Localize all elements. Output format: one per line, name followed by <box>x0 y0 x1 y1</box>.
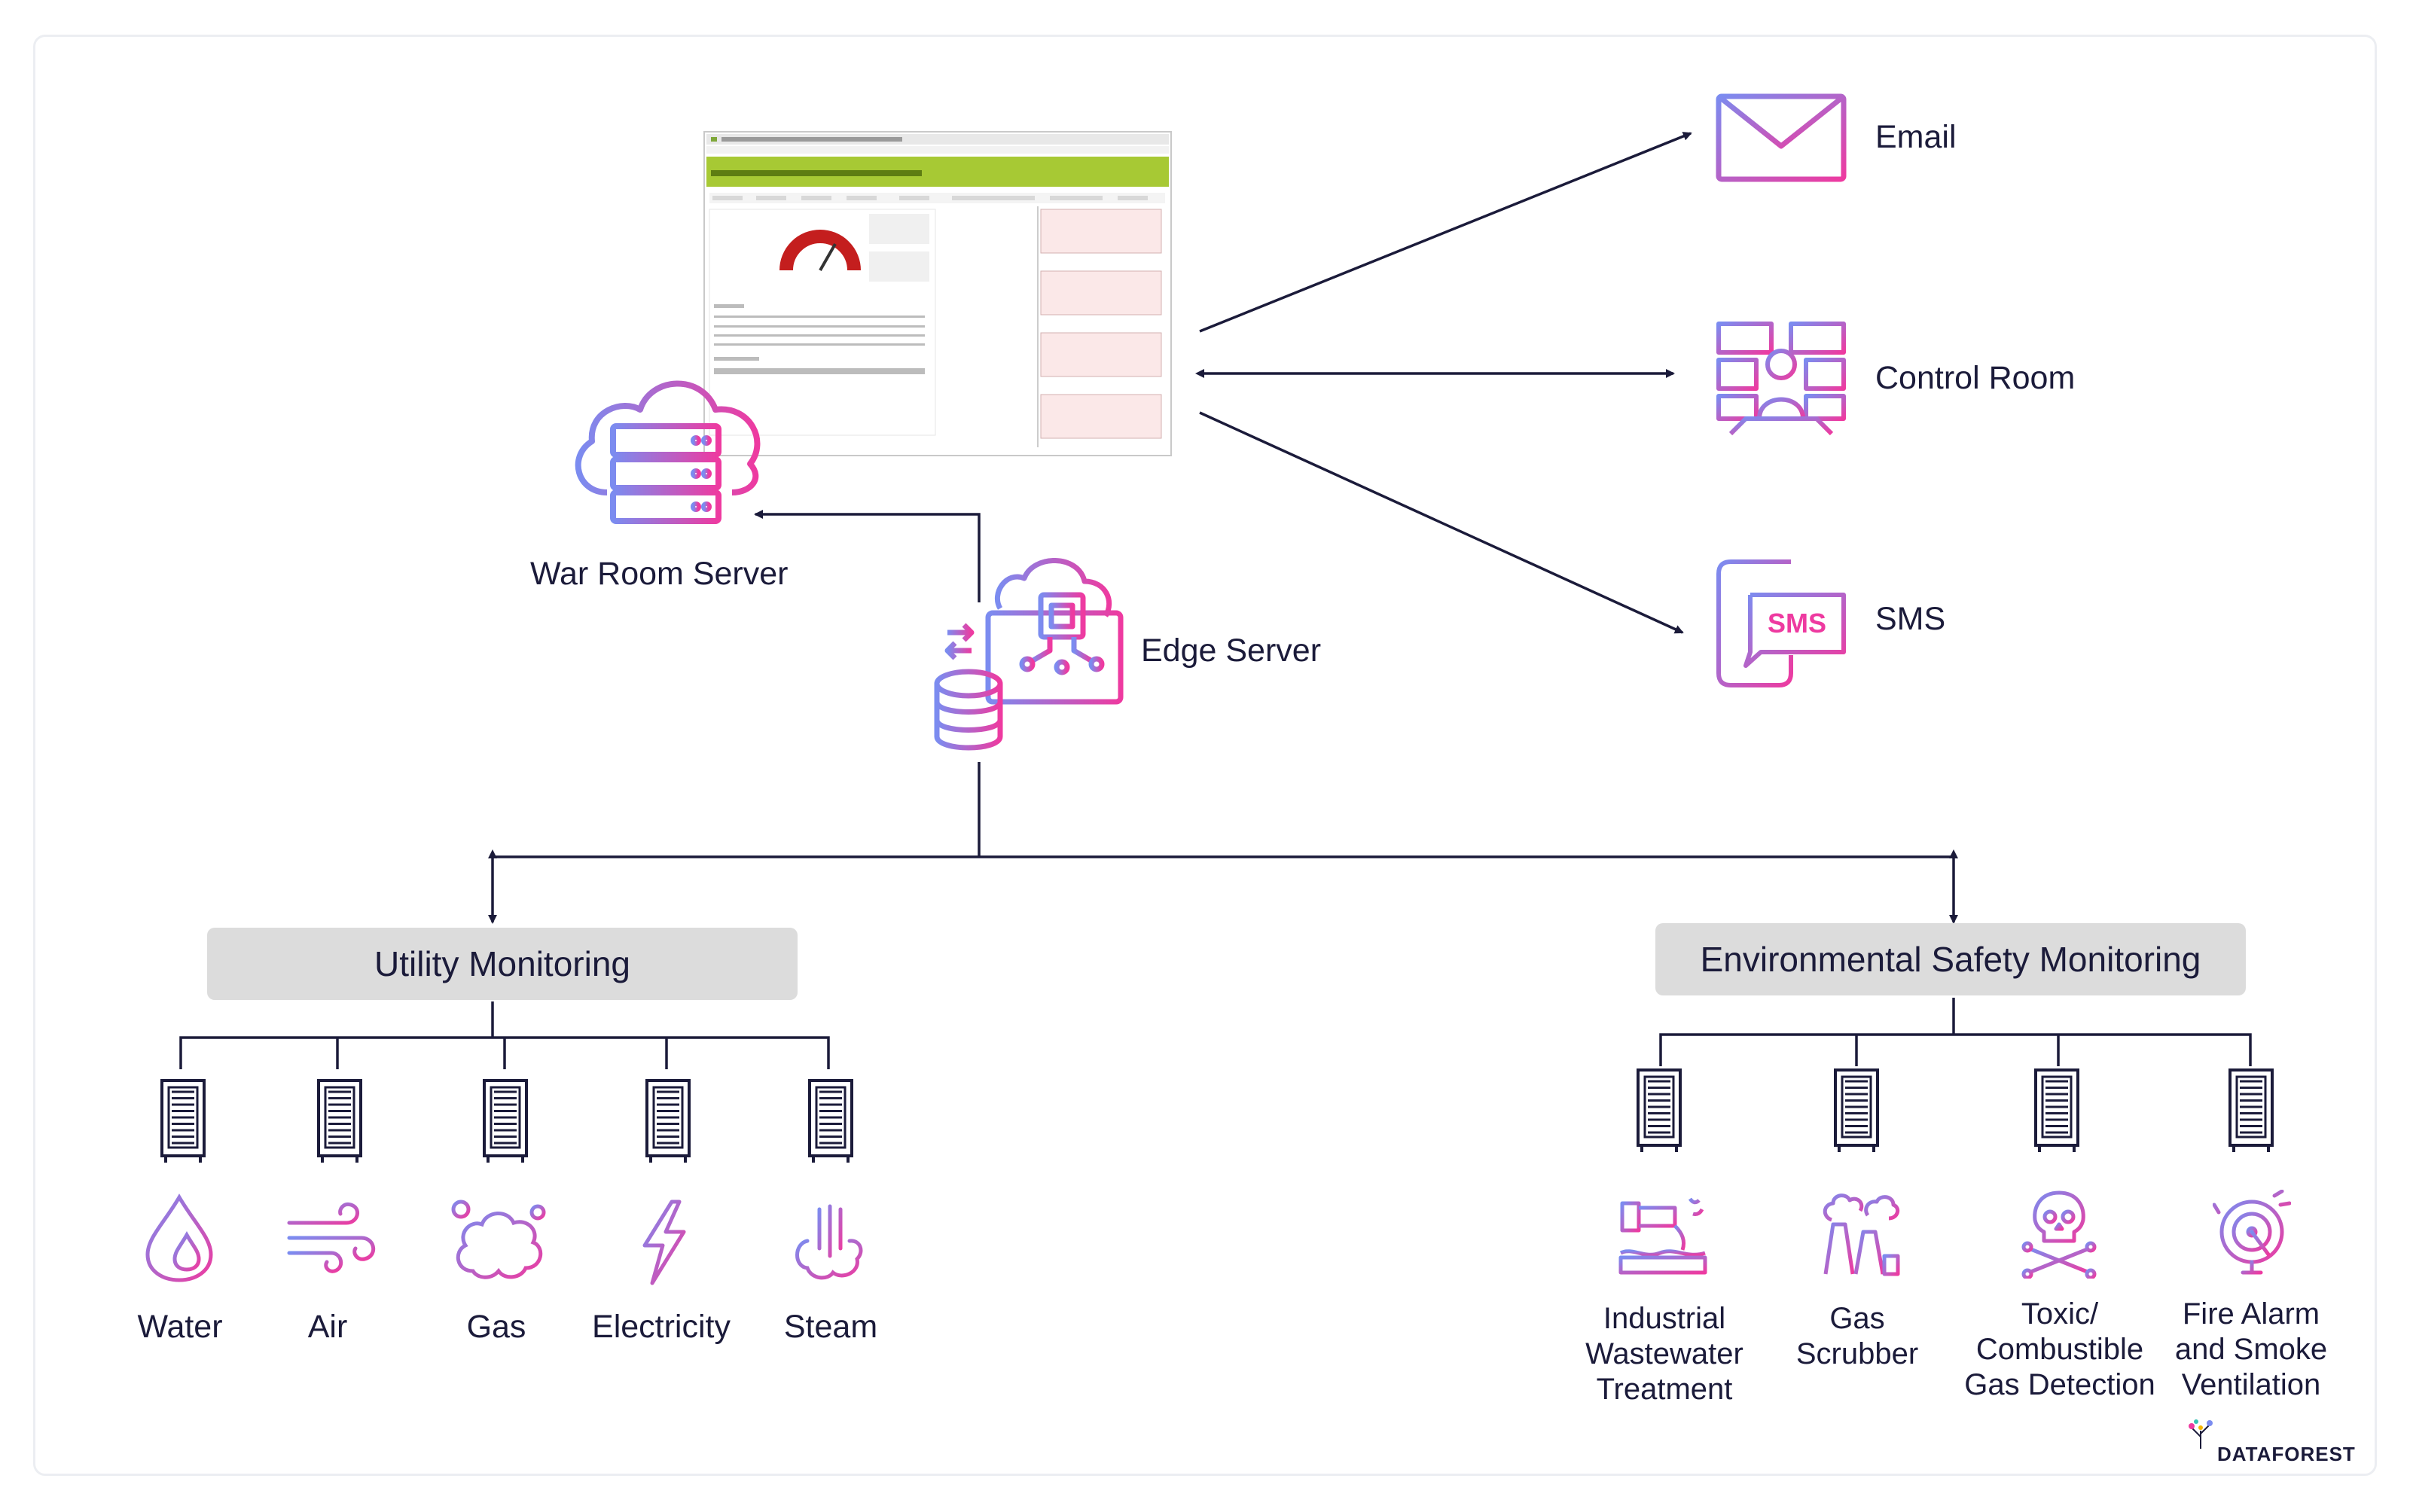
skull-crossbones-icon <box>2021 1190 2097 1279</box>
to-email-arrow <box>1199 132 1692 333</box>
edge-to-warroom-arrow <box>754 510 981 602</box>
cloud-server-icon <box>575 380 761 524</box>
utility-item-label: Gas <box>466 1309 526 1345</box>
environmental-monitoring-box: Environmental Safety Monitoring <box>1655 923 2246 995</box>
to-sms-arrow <box>1199 411 1684 634</box>
environmental-branch-lines <box>1659 1033 2252 1066</box>
diagram-frame <box>33 35 2377 1476</box>
wastewater-pipe-icon <box>1618 1197 1707 1275</box>
utility-item-label: Electricity <box>592 1309 731 1345</box>
server-rack-icon <box>1834 1068 1879 1152</box>
gas-cloud-icon <box>451 1200 546 1279</box>
utility-monitoring-box: Utility Monitoring <box>207 928 798 1000</box>
utility-item-label: Air <box>307 1309 348 1345</box>
sms-label: SMS <box>1875 601 1946 637</box>
server-rack-icon <box>645 1079 691 1163</box>
sms-badge-text: SMS <box>1768 608 1826 639</box>
edge-server-label: Edge Server <box>1141 633 1322 669</box>
environmental-item-label: Gas Scrubber <box>1795 1302 1919 1370</box>
server-rack-icon <box>160 1079 206 1163</box>
control-room-icon <box>1716 322 1846 436</box>
sms-phone-icon: SMS <box>1716 559 1846 687</box>
server-rack-icon <box>2034 1068 2079 1152</box>
dashboard-screenshot <box>703 131 1172 456</box>
server-rack-icon <box>2228 1068 2274 1152</box>
water-drop-icon <box>145 1193 213 1282</box>
alarm-bell-icon <box>2213 1190 2291 1275</box>
server-rack-icon <box>808 1079 853 1163</box>
dataforest-tree-logo <box>2189 1419 2213 1449</box>
server-rack-icon <box>1637 1068 1682 1152</box>
environmental-item-label: Industrial Wastewater Treatment <box>1585 1302 1743 1406</box>
edge-server-icon <box>934 558 1124 751</box>
server-rack-icon <box>317 1079 362 1163</box>
control-room-label: Control Room <box>1875 360 2076 396</box>
steam-icon <box>795 1204 863 1280</box>
utility-item-label: Water <box>137 1309 223 1345</box>
server-rack-icon <box>483 1079 528 1163</box>
war-room-server-label: War Room Server <box>530 556 789 592</box>
brand-name: DATAFOREST <box>2217 1443 2356 1465</box>
lightning-icon <box>642 1200 686 1285</box>
utility-branch-lines <box>179 1036 830 1069</box>
email-label: Email <box>1875 119 1957 155</box>
environmental-item-label: Fire Alarm and Smoke Ventilation <box>2174 1297 2328 1401</box>
email-envelope-icon <box>1716 93 1847 182</box>
wind-icon <box>287 1202 375 1273</box>
factory-chimney-icon <box>1818 1193 1900 1276</box>
environmental-item-label: Toxic/ Combustible Gas Detection <box>1964 1297 2155 1401</box>
utility-item-label: Steam <box>783 1309 878 1345</box>
